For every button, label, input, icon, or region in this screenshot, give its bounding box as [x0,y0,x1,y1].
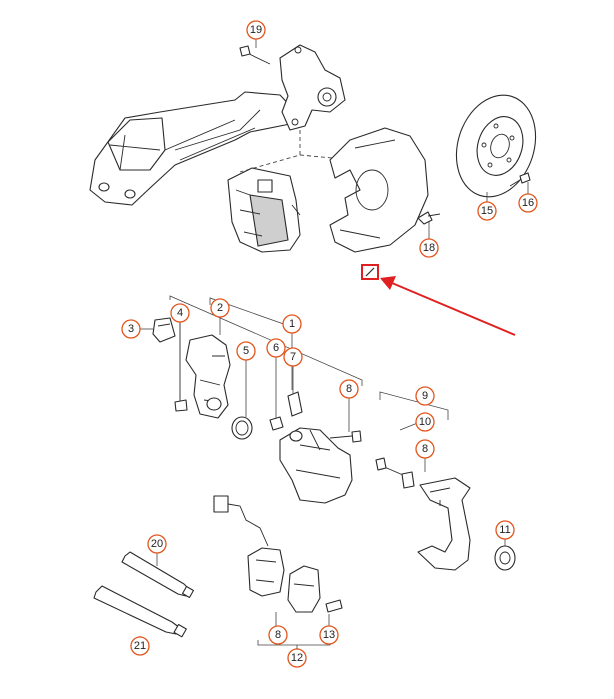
callout-8-lower: 8 [268,625,288,645]
callout-6: 6 [266,338,286,358]
callout-15: 15 [477,201,497,221]
svg-text:18: 18 [423,242,435,254]
wear-sensor[interactable] [213,495,269,547]
svg-text:4: 4 [177,307,183,319]
highlight-marker[interactable] [361,264,379,280]
svg-text:16: 16 [522,197,534,209]
bush-3[interactable] [152,317,176,343]
tube-20[interactable] [121,551,195,599]
svg-text:6: 6 [273,342,279,354]
bolt-8-mid[interactable] [375,457,415,489]
callout-13: 13 [319,625,339,645]
bleed-valve-6[interactable] [269,416,284,431]
splash-shield[interactable] [329,127,429,253]
svg-text:1: 1 [289,318,295,330]
callout-3: 3 [121,319,141,339]
carrier-1[interactable] [279,427,353,504]
pad-right[interactable] [287,565,321,613]
callout-9: 9 [415,386,435,406]
svg-text:11: 11 [499,524,510,536]
callout-8-mid: 8 [415,439,435,459]
brake-disc[interactable] [444,85,548,207]
svg-text:9: 9 [422,390,428,402]
wheel-carrier[interactable] [279,44,346,131]
bolt-19[interactable] [239,45,271,65]
seal-ring-5[interactable] [231,416,253,440]
bolt-8-upper[interactable] [329,430,362,443]
svg-text:15: 15 [481,205,493,217]
svg-text:12: 12 [291,652,303,664]
callout-2: 2 [210,298,230,318]
callout-12: 12 [287,648,307,668]
clip-13[interactable] [325,599,343,613]
callout-10: 10 [415,412,435,432]
pad-left[interactable] [247,547,285,597]
callout-11: 11 [495,520,515,540]
highlight-arrow [380,276,516,336]
svg-text:7: 7 [290,351,296,363]
callout-5: 5 [236,341,256,361]
svg-text:5: 5 [243,345,249,357]
svg-text:10: 10 [419,416,431,428]
callout-1: 1 [282,314,302,334]
caliper-housing-2[interactable] [185,334,231,419]
callout-7: 7 [283,347,303,367]
disc-screw-16[interactable] [509,172,531,187]
callout-16: 16 [518,193,538,213]
svg-text:21: 21 [134,640,146,652]
ring-11[interactable] [494,545,516,571]
callout-19: 19 [246,20,266,40]
svg-text:19: 19 [250,24,262,36]
caliper-assembly[interactable] [227,167,301,253]
bolt-18[interactable] [417,211,441,225]
svg-text:8: 8 [275,629,281,641]
trailing-arm[interactable] [89,91,297,206]
svg-text:20: 20 [151,538,163,550]
bracket-9[interactable] [417,477,471,571]
callout-21: 21 [130,636,150,656]
svg-text:8: 8 [346,383,352,395]
assembly-guide-line [299,154,356,161]
callout-18: 18 [419,238,439,258]
guide-bolt-4[interactable] [174,322,188,412]
callout-8-upper: 8 [339,379,359,399]
callout-4: 4 [170,303,190,323]
assembly-guide-line [239,130,301,173]
svg-text:3: 3 [128,323,134,335]
svg-text:13: 13 [323,629,335,641]
cap-7[interactable] [287,391,303,417]
svg-text:2: 2 [217,302,223,314]
tube-21[interactable] [93,585,187,638]
callout-20: 20 [147,534,167,554]
svg-text:8: 8 [422,443,428,455]
